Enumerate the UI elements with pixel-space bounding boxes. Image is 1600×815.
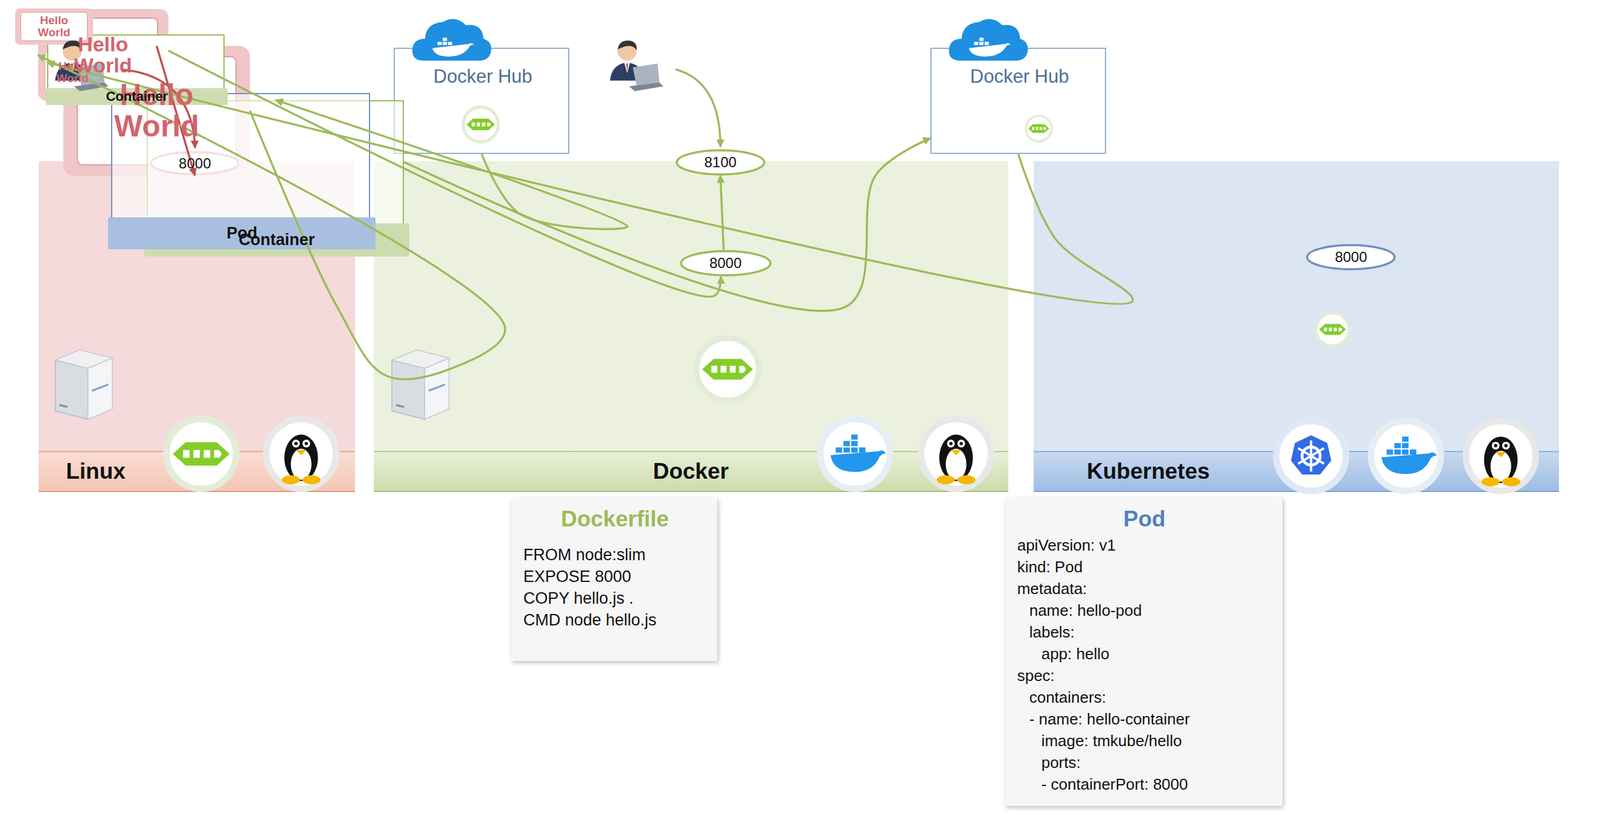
note-heading: Dockerfile — [560, 504, 669, 535]
docker-icon — [819, 419, 890, 490]
linux-icon — [1465, 420, 1536, 491]
linux-icon — [921, 419, 992, 490]
port-outline — [681, 251, 771, 276]
node-label: Container — [105, 89, 168, 104]
kubernetes-icon — [1276, 420, 1347, 491]
code-line: CMD node hello.js — [523, 609, 657, 631]
flow-arrow — [156, 45, 195, 176]
code-line: name: hello-pod — [1029, 599, 1142, 622]
node-label: 8000 — [178, 155, 211, 173]
code-line: kind: Pod — [1017, 556, 1083, 578]
code-line: apiVersion: v1 — [1017, 534, 1116, 557]
flow-arrow — [168, 50, 721, 298]
code-line: ports: — [1041, 751, 1081, 774]
node-label: 8100 — [704, 153, 736, 171]
server-icon — [391, 350, 450, 420]
request-arrow — [120, 69, 196, 148]
port-ellipse: 8000 — [1305, 243, 1396, 271]
server-icon — [55, 350, 113, 420]
node-label: Hello World — [38, 14, 71, 39]
node-label: Docker Hub — [970, 65, 1070, 88]
port-outline — [676, 150, 765, 175]
flow-arrow — [720, 175, 724, 250]
note-heading: Pod — [1123, 504, 1166, 535]
text-area: Hello World — [20, 12, 89, 41]
code-line: image: tmkube/hello — [1041, 729, 1183, 752]
nodejs-icon — [463, 106, 499, 142]
code-line: COPY hello.js . — [523, 587, 634, 610]
text-area: Docker Hub — [931, 59, 1108, 94]
linux-icon — [266, 419, 337, 490]
request-arrow — [675, 69, 721, 147]
node-label: Hello World — [114, 79, 200, 143]
flow-arrow — [403, 138, 931, 311]
user-icon — [609, 40, 663, 92]
docker-icon — [1371, 420, 1442, 491]
text-area: Docker — [373, 451, 1009, 493]
registry-box: Docker Hub — [930, 47, 1107, 154]
code-line: spec: — [1017, 664, 1055, 687]
text-area: 8000 — [1305, 243, 1396, 271]
code-line: metadata: — [1017, 577, 1088, 600]
code-line: - containerPort: 8000 — [1041, 773, 1189, 796]
text-area: Pod apiVersion: v1kind: Podmetadata:name:… — [1005, 498, 1284, 807]
docker-hub-icon — [949, 19, 1029, 61]
flow-arrow — [47, 62, 1134, 304]
code-line: app: hello — [1041, 643, 1110, 665]
code-line: EXPOSE 8000 — [523, 565, 632, 588]
nodejs-icon — [696, 338, 759, 401]
user-icon — [54, 40, 109, 92]
text-area: DockerfileFROM node:slimEXPOSE 8000COPY … — [511, 498, 718, 662]
code-line: labels: — [1029, 621, 1075, 644]
node-label: 8000 — [1334, 248, 1367, 266]
nodejs-icon — [166, 419, 237, 490]
text-area: 8000 — [679, 249, 772, 277]
nodejs-icon — [1316, 312, 1350, 346]
text-area: Docker Hub — [394, 59, 571, 94]
nodejs-icon — [1025, 115, 1052, 142]
flow-arrow — [275, 100, 628, 230]
node-label: 8000 — [709, 254, 742, 272]
code-note: DockerfileFROM node:slimEXPOSE 8000COPY … — [511, 498, 718, 662]
node-label: Docker — [652, 458, 729, 485]
port-ellipse: 8100 — [675, 149, 766, 176]
code-line: - name: hello-container — [1029, 708, 1191, 730]
code-line: FROM node:slim — [523, 544, 647, 566]
text-area: Container — [45, 88, 228, 106]
port-ellipse: 8000 — [679, 249, 772, 277]
node-label: Docker Hub — [433, 65, 533, 88]
code-line: containers: — [1029, 686, 1107, 709]
node-label: Pod — [226, 224, 258, 243]
docker-hub-icon — [412, 19, 492, 61]
code-note: Pod apiVersion: v1kind: Podmetadata:name:… — [1005, 498, 1284, 807]
node-label: Kubernetes — [1086, 458, 1210, 485]
node-label: Linux — [65, 458, 126, 485]
port-outline — [1307, 245, 1395, 270]
node-label: Hello World — [56, 60, 89, 85]
text-area: 8100 — [675, 149, 766, 176]
docker-panel: Docker — [373, 161, 1009, 493]
